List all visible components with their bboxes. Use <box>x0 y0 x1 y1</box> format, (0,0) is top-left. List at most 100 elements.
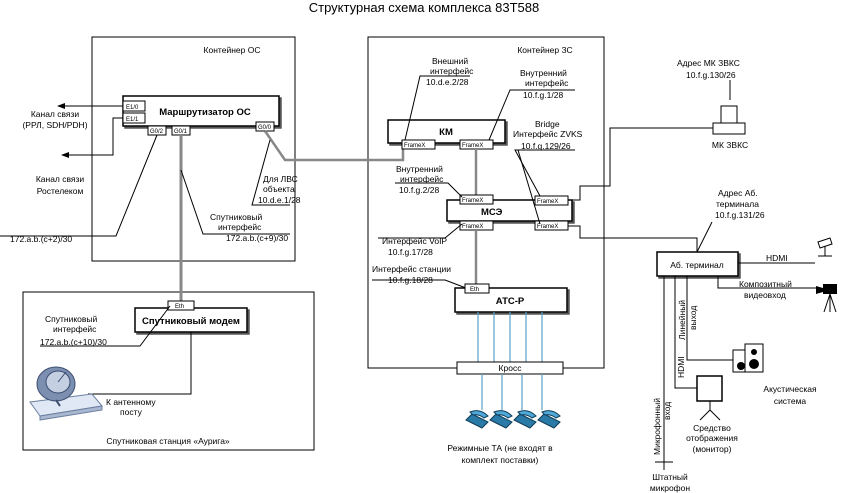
channel-rrl-label-1: Канал связи <box>31 109 80 119</box>
cross-label: Кросс <box>499 363 523 373</box>
modem-if-2: интерфейс <box>53 324 97 334</box>
router-os <box>122 95 280 127</box>
phones-label-1: Режимные ТА (не входят в <box>447 443 553 453</box>
channel-rrl-label-2: (РРЛ, SDH/PDH) <box>22 120 87 130</box>
speakers-1: Акустическая <box>763 384 817 394</box>
int-if2-3: 10.f.g.2/28 <box>399 185 439 195</box>
callout-lan-os <box>251 139 290 206</box>
ext-if-2: интерфейс <box>430 66 474 76</box>
microphone-icon <box>655 461 673 470</box>
modem-if-1: Спутниковый <box>45 314 97 324</box>
channel-rt-label-1: Канал связи <box>36 174 85 184</box>
addr-c2-label: 172.a.b.(c+2)/30 <box>10 234 72 244</box>
bridge-3: 10.f.g.129/26 <box>521 141 571 151</box>
sat-station-label: Спутниковая станция «Аурига» <box>106 436 230 446</box>
monitor-icon <box>696 375 723 421</box>
callout-int-if1 <box>488 89 575 141</box>
container-sat-station <box>22 291 315 451</box>
int-if2-1: Внутренний <box>396 164 443 174</box>
link-composite <box>717 276 818 289</box>
cross-device <box>456 361 564 375</box>
hdmi-out-label: HDMI <box>766 253 788 263</box>
mse-port-top <box>459 194 494 205</box>
speakers-icon <box>732 343 764 373</box>
mse-port-top-label: FrameX <box>462 198 483 204</box>
voip-2: 10.f.g.17/28 <box>388 247 433 257</box>
callout-int-if2 <box>395 182 463 198</box>
phones-label-2: комплект поставки) <box>462 455 539 465</box>
mse-port-ab-label: FrameX <box>537 224 558 230</box>
sat-modem-label: Спутниковый модем <box>142 316 240 327</box>
display-1: Средство <box>693 423 731 433</box>
lan-os-2: объекта <box>263 184 295 194</box>
link-modem-antenna <box>88 332 192 395</box>
phones-group <box>465 410 561 429</box>
callout-sat-if-os <box>180 169 290 235</box>
mse-label: МСЭ <box>481 207 503 218</box>
hdmi-in-label: HDMI <box>676 356 686 378</box>
mic-in-2: вход <box>662 402 672 420</box>
camera-icon <box>817 237 833 257</box>
modem-if-3: 172.a.b.(c+10)/30 <box>40 337 107 347</box>
antenna-label-1: К антенному <box>106 397 156 407</box>
link-mse-mk-zvks <box>568 127 713 201</box>
callout-voip <box>378 223 463 239</box>
speakers-2: система <box>774 396 807 406</box>
composite-2: видеовход <box>744 290 786 300</box>
mse-port-voip-label: FrameX <box>462 224 483 230</box>
sat-if-os-3: 172.a.b.(c+9)/30 <box>226 233 288 243</box>
voip-1: Интерфейс VoIP <box>382 236 447 246</box>
modem-port-eth-label: Eth <box>175 304 184 310</box>
int-if1-3: 10.f.g.1/28 <box>523 90 563 100</box>
router-os-label: Маршрутизатор ОС <box>159 107 251 118</box>
mk-addr-1: Адрес МК ЗВКС <box>677 58 740 68</box>
lan-os-3: 10.d.e.1/28 <box>258 195 301 205</box>
container-os <box>91 36 296 262</box>
int-if1-1: Внутренний <box>520 68 567 78</box>
link-g0-2 <box>0 134 158 237</box>
callout-bridge <box>514 149 575 197</box>
diagram-title: Структурная схема комплекса 83Т588 <box>309 0 540 15</box>
display-3: (монитор) <box>693 444 732 454</box>
container-zs-label: Контейнер ЗС <box>517 45 572 55</box>
int-if2-2: интерфейс <box>400 174 444 184</box>
modem-port-eth <box>167 300 195 311</box>
link-line-out <box>686 276 733 361</box>
ab-addr-3: 10.f.g.131/26 <box>715 210 765 220</box>
ats-cross-lines <box>477 312 543 362</box>
composite-1: Композитный <box>739 279 792 289</box>
ats-label: АТС-Р <box>496 296 525 307</box>
port-g0-0-label: G0/0 <box>258 125 272 131</box>
sat-if-os-1: Спутниковый <box>210 212 262 222</box>
sat-if-os-2: интерфейс <box>218 222 262 232</box>
link-hdmi-in <box>674 276 700 389</box>
port-e1-1-label: E1/1 <box>126 117 139 123</box>
display-2: отображения <box>686 433 738 443</box>
bridge-2: Интерфейс ZVKS <box>513 129 583 139</box>
port-g0-2-label: G0/2 <box>150 129 164 135</box>
satellite-dish-icon <box>29 366 103 421</box>
km-device <box>387 119 506 144</box>
mk-zvks-label: МК ЗВКС <box>712 140 748 150</box>
ext-if-3: 10.d.e.2/28 <box>426 77 469 87</box>
mk-zvks-icon <box>712 105 746 135</box>
port-g0-1-label: G0/1 <box>174 129 188 135</box>
ats-port-eth <box>464 283 490 294</box>
ats-port-eth-label: Eth <box>470 287 479 293</box>
phone-icon <box>513 410 537 429</box>
callout-ext-if <box>404 75 470 141</box>
phone-icon <box>489 410 513 429</box>
phone-lines <box>481 374 543 410</box>
mse-port-bridge-label: FrameX <box>537 199 558 205</box>
mic-2: микрофон <box>650 483 690 493</box>
container-os-label: Контейнер ОС <box>204 45 261 55</box>
mic-in-1: Микрофонный <box>652 398 662 455</box>
station-if-2: 10.f.g.18/28 <box>388 275 433 285</box>
mk-addr-2: 10.f.g.130/26 <box>686 70 736 80</box>
lan-os-1: Для ЛВС <box>263 174 298 184</box>
ab-addr-2: терминала <box>716 199 759 209</box>
link-mse-ab <box>568 225 698 253</box>
ab-terminal-label: Аб. терминал <box>670 260 724 270</box>
line-out-2: выход <box>688 306 698 330</box>
